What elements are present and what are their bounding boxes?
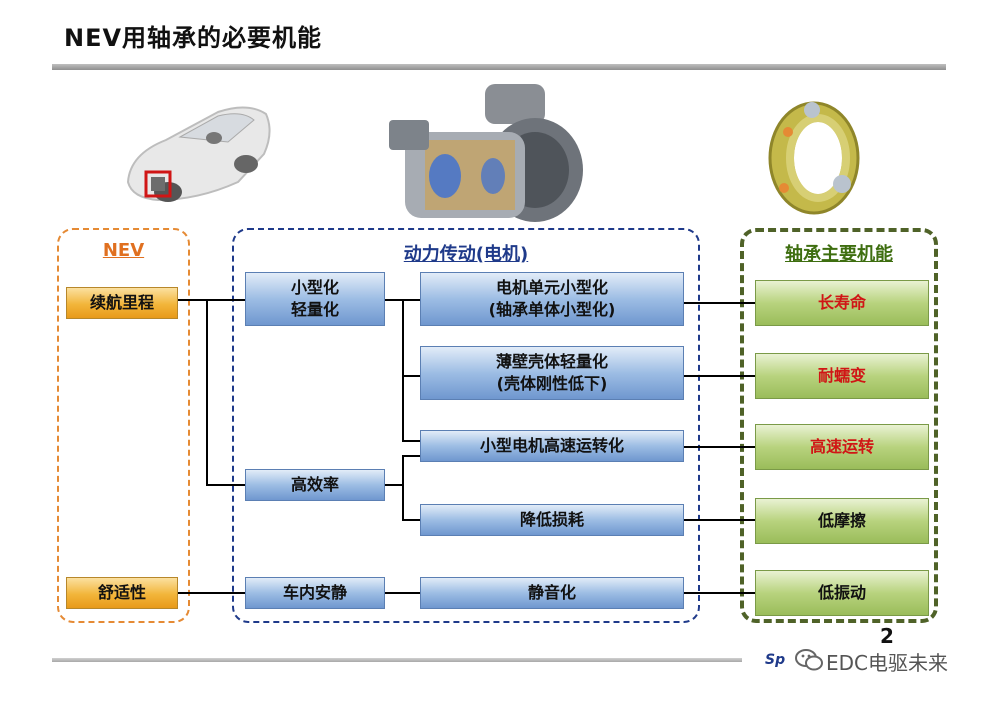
bearing-item-long-life: 长寿命 — [755, 280, 929, 326]
bearing-icon — [762, 92, 862, 217]
bearing-item-creep: 耐蠕变 — [755, 353, 929, 399]
footer-rule — [52, 658, 742, 662]
connector — [178, 299, 247, 301]
drive-header: 动力传动(电机) — [403, 244, 529, 265]
connector — [684, 519, 756, 521]
req-item-compact: 小型化 轻量化 — [245, 272, 385, 326]
drive-group — [232, 228, 700, 623]
drive-item-noise: 静音化 — [420, 577, 684, 609]
title-rule — [52, 64, 946, 70]
connector — [684, 592, 756, 594]
connector — [206, 484, 247, 486]
connector — [402, 375, 422, 377]
drive-item-high-speed: 小型电机高速运转化 — [420, 430, 684, 462]
drive-item-motor-compact: 电机单元小型化 (轴承单体小型化) — [420, 272, 684, 326]
nev-header: NEV — [102, 240, 145, 261]
connector — [402, 455, 404, 520]
nev-item-range: 续航里程 — [66, 287, 178, 319]
watermark: EDC电驱未来 — [826, 651, 949, 675]
drive-item-loss: 降低损耗 — [420, 504, 684, 536]
nev-item-comfort: 舒适性 — [66, 577, 178, 609]
bearing-item-low-vibration: 低振动 — [755, 570, 929, 616]
req-item-efficiency: 高效率 — [245, 469, 385, 501]
page-title: NEV用轴承的必要机能 — [64, 24, 323, 52]
page-number: 2 — [880, 624, 894, 648]
connector — [684, 302, 756, 304]
motor-icon — [385, 80, 590, 230]
bearing-group — [740, 228, 938, 623]
bearing-header: 轴承主要机能 — [785, 244, 893, 265]
connector — [402, 440, 422, 442]
connector — [684, 375, 756, 377]
nev-group — [57, 228, 190, 623]
bearing-item-low-friction: 低摩擦 — [755, 498, 929, 544]
connector — [402, 519, 422, 521]
connector — [402, 455, 422, 457]
connector — [385, 484, 402, 486]
brand-fragment: Sp — [765, 652, 786, 668]
car-icon — [118, 92, 278, 217]
drive-item-thin-housing: 薄壁壳体轻量化 (壳体刚性低下) — [420, 346, 684, 400]
connector — [684, 446, 756, 448]
bearing-item-high-speed: 高速运转 — [755, 424, 929, 470]
connector — [178, 592, 247, 594]
connector — [402, 299, 404, 441]
wechat-icon — [795, 648, 823, 676]
connector — [385, 592, 422, 594]
connector — [206, 299, 208, 485]
req-item-quiet: 车内安静 — [245, 577, 385, 609]
